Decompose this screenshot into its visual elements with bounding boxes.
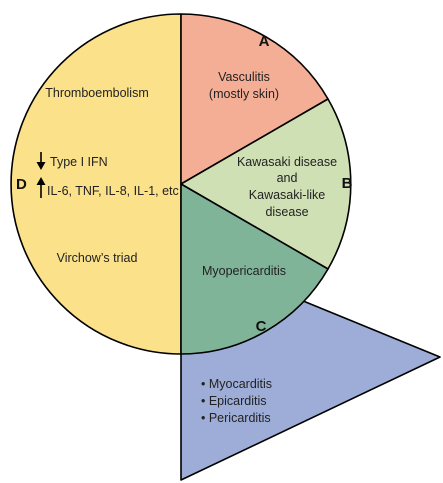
myopericarditis-label: Myopericarditis (202, 264, 286, 278)
callout-item-epicarditis: • Epicarditis (201, 394, 267, 408)
segment-b-kawasaki (180, 98, 352, 270)
up-arrow-icon (36, 177, 46, 198)
kawasaki-line-4: disease (265, 205, 308, 219)
type-i-ifn-label: Type I IFN (50, 155, 108, 169)
virchows-triad-label: Virchow’s triad (57, 251, 138, 265)
thromboembolism-label: Thromboembolism (45, 86, 149, 100)
vasculitis-label: Vasculitis (218, 70, 270, 84)
segment-c-letter: C (256, 318, 267, 335)
vasculitis-subtitle: (mostly skin) (209, 87, 279, 101)
kawasaki-line-2: and (277, 171, 298, 185)
segment-d-thromboembolism (10, 13, 182, 355)
segment-b-letter: B (342, 175, 353, 192)
segment-d-letter: D (16, 176, 27, 193)
segment-a-vasculitis (180, 13, 329, 185)
kawasaki-line-1: Kawasaki disease (237, 155, 337, 169)
callout-item-myocarditis: • Myocarditis (201, 377, 272, 391)
segment-a-letter: A (259, 33, 270, 50)
callout-item-pericarditis: • Pericarditis (201, 411, 271, 425)
cytokines-label: IL-6, TNF, IL-8, IL-1, etc (47, 184, 179, 198)
kawasaki-line-3: Kawasaki-like (249, 188, 325, 202)
segment-c-myopericarditis (180, 183, 329, 355)
down-arrow-icon (36, 152, 46, 170)
